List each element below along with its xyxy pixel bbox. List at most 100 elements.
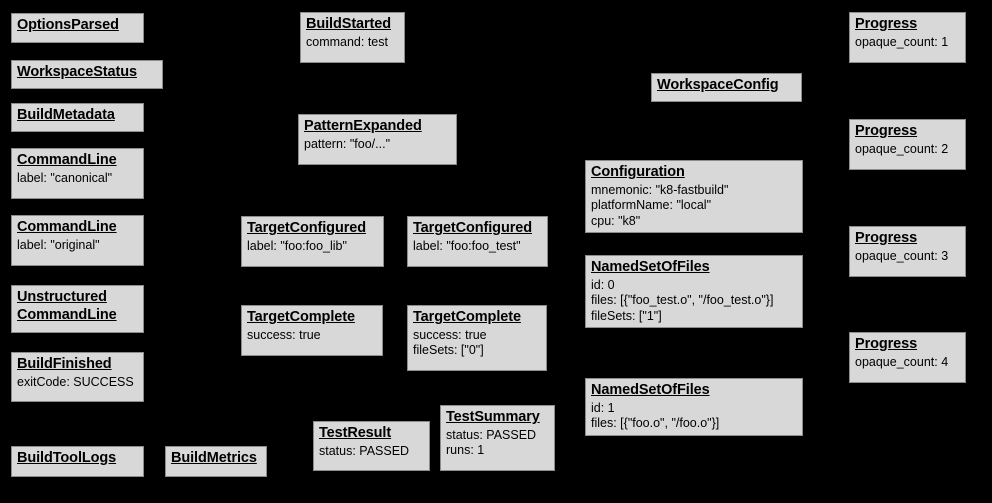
event-node-title: TargetComplete	[413, 309, 541, 327]
event-node-field: fileSets: ["1"]	[591, 308, 662, 323]
event-node-title-line: TargetComplete	[247, 309, 355, 325]
event-node-title: BuildFinished	[17, 356, 138, 374]
event-node-title: TargetConfigured	[413, 220, 542, 238]
event-node-progress-4[interactable]: Progress opaque_count: 4	[849, 332, 966, 383]
event-node-build-metadata[interactable]: BuildMetadata	[11, 103, 144, 132]
event-node-field: label: "canonical"	[17, 170, 113, 185]
event-node-title: Progress	[855, 123, 960, 141]
event-node-title-line: TestResult	[319, 425, 392, 441]
event-node-field: files: [{"foo_test.o", "/foo_test.o"}]	[591, 293, 774, 308]
event-node-title: Progress	[855, 230, 960, 248]
event-node-fields: success: true	[247, 328, 377, 344]
event-node-title-line: Progress	[855, 230, 918, 246]
event-node-title-line: TargetConfigured	[413, 220, 532, 236]
event-node-title: BuildMetadata	[17, 107, 138, 125]
event-node-field: files: [{"foo.o", "/foo.o"}]	[591, 416, 720, 431]
event-node-test-result[interactable]: TestResult status: PASSED	[313, 421, 430, 471]
event-node-field: label: "original"	[17, 237, 100, 252]
event-node-title-line: TargetConfigured	[247, 220, 366, 236]
event-node-title: Configuration	[591, 164, 797, 182]
event-node-build-tool-logs[interactable]: BuildToolLogs	[11, 446, 144, 477]
event-node-field: opaque_count: 3	[855, 248, 949, 263]
event-node-build-metrics[interactable]: BuildMetrics	[165, 446, 267, 477]
event-node-field: success: true	[413, 327, 487, 342]
event-node-field: id: 0	[591, 277, 615, 292]
event-node-field: opaque_count: 1	[855, 34, 949, 49]
event-node-title-line: BuildMetrics	[171, 450, 257, 466]
event-node-command-line-original[interactable]: CommandLine label: "original"	[11, 215, 144, 266]
event-node-command-line-canonical[interactable]: CommandLine label: "canonical"	[11, 148, 144, 199]
event-node-fields: label: "foo:foo_lib"	[247, 239, 378, 255]
event-node-progress-1[interactable]: Progress opaque_count: 1	[849, 12, 966, 63]
event-node-field: status: PASSED	[319, 443, 410, 458]
event-node-build-finished[interactable]: BuildFinished exitCode: SUCCESS	[11, 352, 144, 402]
event-node-progress-3[interactable]: Progress opaque_count: 3	[849, 226, 966, 277]
event-node-title-line: OptionsParsed	[17, 17, 119, 33]
event-node-title: OptionsParsed	[17, 17, 138, 35]
event-node-field: mnemonic: "k8-fastbuild"	[591, 182, 729, 197]
event-node-title: Progress	[855, 336, 960, 354]
event-node-title: NamedSetOfFiles	[591, 259, 797, 277]
event-node-field: success: true	[247, 327, 321, 342]
event-node-workspace-status[interactable]: WorkspaceStatus	[11, 60, 163, 89]
event-node-title: TargetComplete	[247, 309, 377, 327]
event-node-title-line: TestSummary	[446, 409, 540, 425]
event-node-field: runs: 1	[446, 443, 485, 458]
event-node-fields: mnemonic: "k8-fastbuild"platformName: "l…	[591, 183, 797, 230]
event-node-fields: label: "original"	[17, 238, 138, 254]
event-node-title: NamedSetOfFiles	[591, 382, 797, 400]
event-node-fields: pattern: "foo/..."	[304, 137, 451, 153]
event-node-title: PatternExpanded	[304, 118, 451, 136]
event-node-fields: command: test	[306, 35, 399, 51]
event-node-field: id: 1	[591, 400, 615, 415]
event-node-title-line: Configuration	[591, 164, 685, 180]
event-node-title-line: TargetComplete	[413, 309, 521, 325]
event-node-title-line: NamedSetOfFiles	[591, 382, 710, 398]
event-node-title: BuildToolLogs	[17, 450, 138, 468]
event-node-field: status: PASSED	[446, 427, 537, 442]
event-node-target-configured-foo-test[interactable]: TargetConfigured label: "foo:foo_test"	[407, 216, 548, 267]
event-node-title-line: Progress	[855, 16, 918, 32]
event-node-field: opaque_count: 4	[855, 354, 949, 369]
event-node-title-line: BuildMetadata	[17, 107, 115, 123]
event-node-field: exitCode: SUCCESS	[17, 374, 134, 389]
event-node-target-configured-foo-lib[interactable]: TargetConfigured label: "foo:foo_lib"	[241, 216, 384, 267]
event-node-title-line: BuildFinished	[17, 356, 112, 372]
event-node-title-line: WorkspaceStatus	[17, 64, 137, 80]
event-node-title-line: CommandLine	[17, 152, 117, 168]
event-node-title: BuildMetrics	[171, 450, 261, 468]
event-node-options-parsed[interactable]: OptionsParsed	[11, 13, 144, 43]
event-node-fields: exitCode: SUCCESS	[17, 375, 138, 391]
event-node-title-line: CommandLine	[17, 219, 117, 235]
event-node-field: platformName: "local"	[591, 198, 712, 213]
event-node-pattern-expanded[interactable]: PatternExpanded pattern: "foo/..."	[298, 114, 457, 165]
event-node-field: fileSets: ["0"]	[413, 343, 484, 358]
event-node-workspace-config[interactable]: WorkspaceConfig	[651, 73, 802, 102]
event-node-fields: label: "foo:foo_test"	[413, 239, 542, 255]
event-node-title-line: WorkspaceConfig	[657, 77, 779, 93]
event-node-field: cpu: "k8"	[591, 213, 641, 228]
event-node-field: label: "foo:foo_lib"	[247, 238, 347, 253]
event-node-title-line: BuildToolLogs	[17, 450, 117, 466]
event-node-title-line: PatternExpanded	[304, 118, 422, 134]
event-node-target-complete-foo-lib[interactable]: TargetComplete success: true	[241, 305, 383, 356]
event-node-title-line: Progress	[855, 336, 918, 352]
event-node-fields: opaque_count: 1	[855, 35, 960, 51]
event-node-configuration[interactable]: Configuration mnemonic: "k8-fastbuild"pla…	[585, 160, 803, 233]
event-node-field: pattern: "foo/..."	[304, 136, 391, 151]
event-node-field: opaque_count: 2	[855, 141, 949, 156]
event-node-title-line: CommandLine	[17, 306, 117, 323]
event-node-title: CommandLine	[17, 152, 138, 170]
event-node-field: command: test	[306, 34, 388, 49]
event-node-title-line: Unstructured	[17, 289, 107, 305]
